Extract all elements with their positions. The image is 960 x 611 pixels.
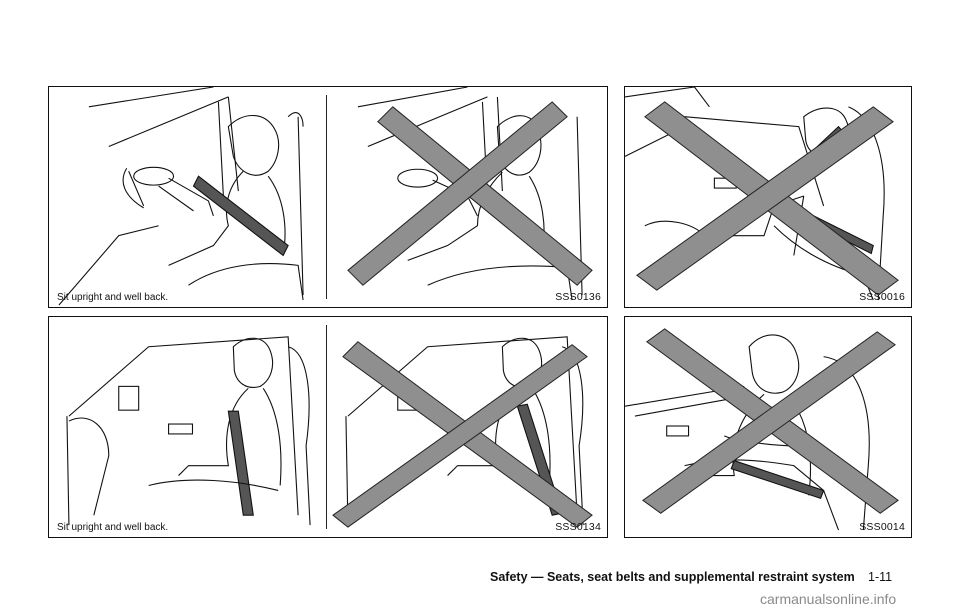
panel-divider: [326, 95, 327, 299]
illustration-panel-top-left: Sit upright and well back. SSS0136: [48, 86, 608, 308]
illustration-caption: Sit upright and well back.: [57, 292, 169, 303]
watermark: carmanualsonline.info: [760, 591, 897, 607]
incorrect-reclined-seating-illustration: [625, 87, 899, 301]
page-footer-title: Safety — Seats, seat belts and supplemen…: [490, 570, 855, 584]
illustration-caption: Sit upright and well back.: [57, 522, 169, 533]
illustration-panel-top-right: SSS0016: [624, 86, 912, 308]
illustration-panel-bottom-right: SSS0014: [624, 316, 912, 538]
illustration-panel-bottom-left: Sit upright and well back. SSS0134: [48, 316, 608, 538]
incorrect-belt-under-arm-illustration: [625, 328, 899, 531]
figure-code: SSS0136: [555, 291, 601, 303]
correct-and-incorrect-seating-illustration-bottom: [66, 336, 593, 528]
page-number: 1-11: [868, 570, 893, 584]
figure-code: SSS0134: [555, 521, 601, 533]
figure-code: SSS0016: [859, 291, 905, 303]
panel-divider: [326, 325, 327, 529]
correct-and-incorrect-seating-illustration-top: [58, 87, 593, 306]
figure-code: SSS0014: [859, 521, 905, 533]
